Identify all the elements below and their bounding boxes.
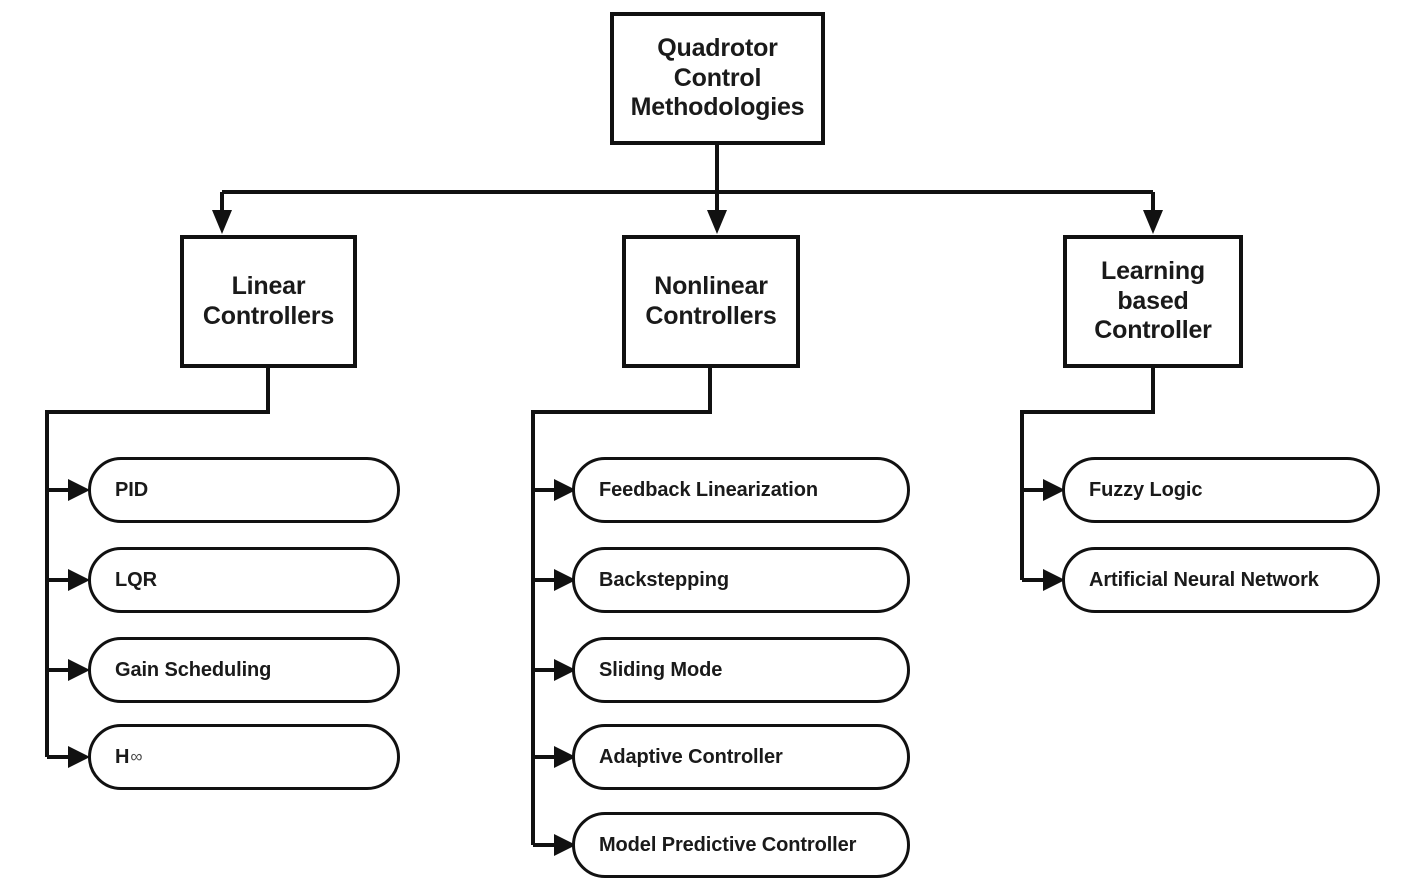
- root-node-label: Quadrotor Control Methodologies: [631, 34, 805, 123]
- leaf-node-h-infinity[interactable]: H∞: [88, 724, 400, 790]
- leaf-label-feedback-linearization: Feedback Linearization: [599, 478, 818, 501]
- branch-nonlinear-line-1: Nonlinear: [654, 272, 768, 300]
- branch-node-nonlinear-label: Nonlinear Controllers: [645, 272, 776, 331]
- leaf-node-fuzzy-logic[interactable]: Fuzzy Logic: [1062, 457, 1380, 523]
- arrowhead-linear-1: [68, 569, 90, 591]
- branch-node-nonlinear[interactable]: Nonlinear Controllers: [622, 235, 800, 368]
- branch-node-learning-label: Learning based Controller: [1094, 257, 1212, 346]
- root-label-line-2: Control: [673, 63, 762, 92]
- branch-learning-line-2: based: [1117, 286, 1189, 315]
- branch-node-learning[interactable]: Learning based Controller: [1063, 235, 1243, 368]
- branch-nonlinear-line-2: Controllers: [645, 301, 777, 330]
- leaf-label-pid: PID: [115, 478, 149, 501]
- arrowhead-nonlinear: [707, 210, 727, 234]
- leaf-node-lqr[interactable]: LQR: [88, 547, 400, 613]
- leaf-label-h-infinity: H: [115, 745, 130, 768]
- arrowhead-linear-3: [68, 746, 90, 768]
- arrowhead-linear-2: [68, 659, 90, 681]
- branch-linear-line-1: Linear: [231, 272, 306, 300]
- leaf-node-backstepping[interactable]: Backstepping: [572, 547, 910, 613]
- leaf-label-sliding-mode: Sliding Mode: [599, 658, 723, 681]
- leaf-label-lqr: LQR: [115, 568, 157, 591]
- arrowhead-linear-0: [68, 479, 90, 501]
- arrowhead-linear: [212, 210, 232, 234]
- infinity-icon: ∞: [130, 747, 143, 766]
- leaf-node-adaptive-controller[interactable]: Adaptive Controller: [572, 724, 910, 790]
- branch-learning-line-3: Controller: [1094, 316, 1212, 345]
- leaf-label-fuzzy-logic: Fuzzy Logic: [1089, 478, 1203, 501]
- leaf-node-artificial-neural-network[interactable]: Artificial Neural Network: [1062, 547, 1380, 613]
- leaf-node-pid[interactable]: PID: [88, 457, 400, 523]
- leaf-node-gain-scheduling[interactable]: Gain Scheduling: [88, 637, 400, 703]
- branch-node-linear-label: Linear Controllers: [203, 272, 334, 331]
- leaf-node-feedback-linearization[interactable]: Feedback Linearization: [572, 457, 910, 523]
- leaf-node-model-predictive-controller[interactable]: Model Predictive Controller: [572, 812, 910, 878]
- root-label-line-3: Methodologies: [630, 93, 805, 122]
- branch-learning-line-1: Learning: [1101, 257, 1205, 286]
- leaf-label-adaptive-controller: Adaptive Controller: [599, 745, 783, 768]
- branch-node-linear[interactable]: Linear Controllers: [180, 235, 357, 368]
- branch-linear-line-2: Controllers: [202, 301, 335, 330]
- leaf-label-model-predictive-controller: Model Predictive Controller: [599, 833, 857, 856]
- root-node[interactable]: Quadrotor Control Methodologies: [610, 12, 825, 145]
- leaf-node-sliding-mode[interactable]: Sliding Mode: [572, 637, 910, 703]
- leaf-label-artificial-neural-network: Artificial Neural Network: [1089, 568, 1319, 591]
- arrowhead-learning: [1143, 210, 1163, 234]
- leaf-label-gain-scheduling: Gain Scheduling: [115, 658, 272, 681]
- root-label-line-1: Quadrotor: [657, 34, 778, 63]
- leaf-label-backstepping: Backstepping: [599, 568, 729, 591]
